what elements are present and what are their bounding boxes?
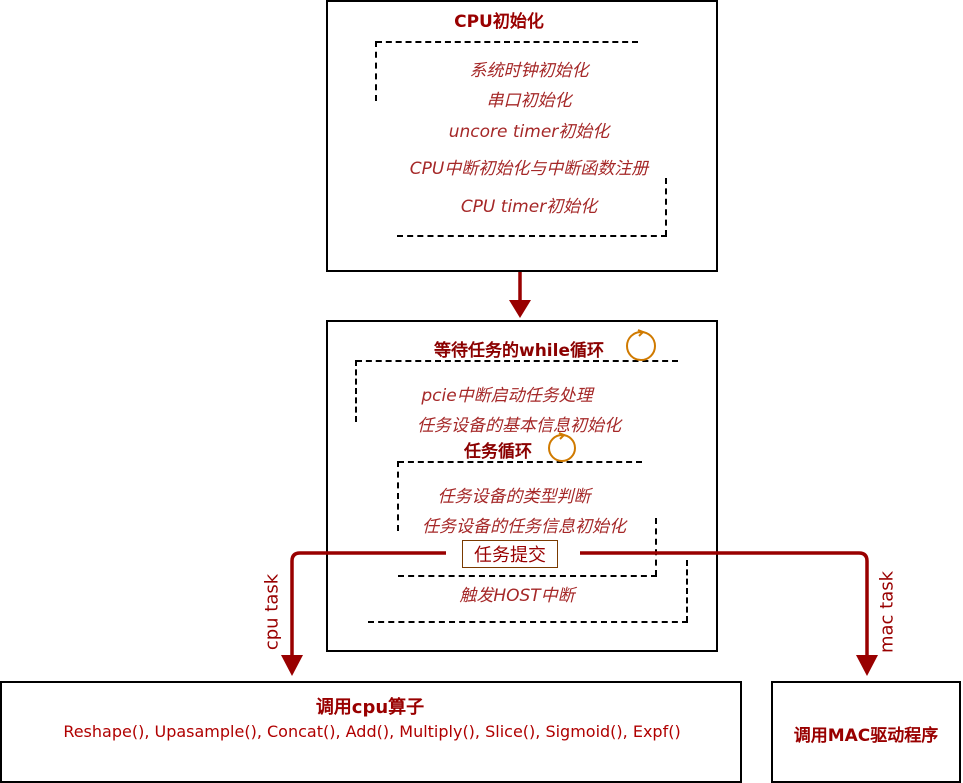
dashed-line	[397, 461, 399, 531]
task-loop-box	[326, 320, 718, 652]
inner-loop-step: 任务设备的类型判断	[437, 487, 591, 507]
dashed-line	[355, 360, 357, 422]
dashed-line	[655, 518, 657, 576]
dashed-line	[686, 560, 688, 622]
cpu-task-arrow	[290, 551, 446, 660]
cpu-init-step: 系统时钟初始化	[469, 61, 589, 81]
dashed-line	[368, 621, 688, 623]
mac-driver-box	[771, 681, 961, 783]
inner-loop-step: 任务设备的任务信息初始化	[422, 517, 626, 537]
loop-icon	[548, 432, 576, 462]
loop-icon	[626, 329, 656, 361]
dashed-line	[398, 461, 642, 463]
dashed-line	[376, 41, 638, 43]
dashed-line	[356, 360, 678, 362]
cpu-ops-title: 调用cpu算子	[315, 697, 425, 718]
cpu-init-step: 串口初始化	[486, 91, 572, 111]
task-loop-step: pcie中断启动任务处理	[421, 386, 593, 406]
cpu-task-label: cpu task	[261, 573, 283, 651]
cpu-init-box	[326, 0, 718, 272]
cpu-ops-functions: Reshape(), Upasample(), Concat(), Add(),…	[63, 722, 681, 741]
init-to-loop-arrowhead	[509, 300, 531, 318]
cpu-task-arrowhead	[281, 655, 303, 676]
cpu-init-step: uncore timer初始化	[448, 122, 610, 142]
dashed-line	[398, 575, 657, 577]
dashed-line	[665, 178, 667, 236]
task-submit-node: 任务提交	[462, 540, 558, 568]
mac-task-arrow	[580, 551, 869, 660]
after-submit-step: 触发HOST中断	[459, 586, 575, 606]
task-loop-step: 任务设备的基本信息初始化	[417, 416, 621, 436]
inner-loop-title: 任务循环	[464, 442, 532, 462]
mac-task-label: mac task	[876, 570, 898, 654]
cpu-init-step: CPU中断初始化与中断函数注册	[409, 159, 649, 179]
cpu-init-title: CPU初始化	[454, 12, 544, 32]
task-loop-title: 等待任务的while循环	[434, 341, 604, 361]
mac-task-arrowhead	[856, 655, 878, 676]
cpu-init-step: CPU timer初始化	[460, 197, 598, 217]
dashed-line	[397, 235, 667, 237]
cpu-ops-box	[0, 681, 742, 783]
mac-driver-title: 调用MAC驱动程序	[793, 726, 939, 746]
dashed-line	[375, 41, 377, 101]
